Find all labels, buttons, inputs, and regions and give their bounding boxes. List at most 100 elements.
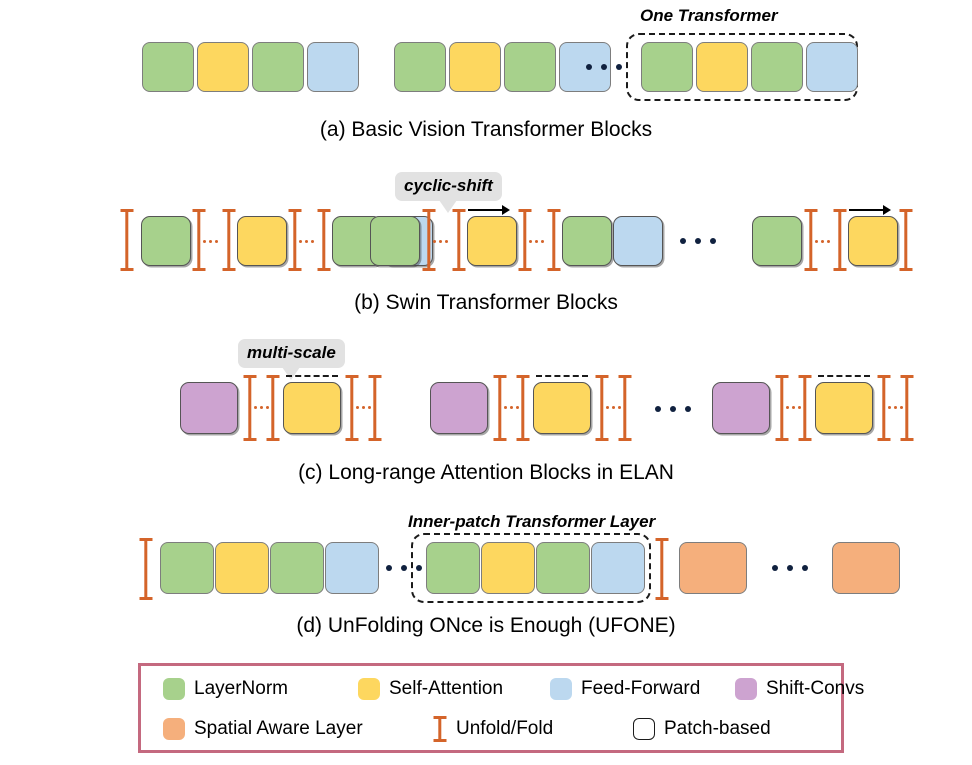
block-self-attention (848, 216, 898, 266)
cyclic-shift-callout: cyclic-shift (395, 172, 502, 213)
unfold-fold-ibeam (120, 209, 134, 271)
block-self-attention (215, 542, 269, 594)
ellipsis-dots (655, 406, 691, 412)
unfold-fold-ibeam (804, 209, 818, 271)
block-shift-convs (430, 382, 488, 434)
legend-label: Patch-based (664, 718, 771, 739)
legend-item-shift-convs: Shift-Convs (735, 678, 864, 700)
unfold-fold-ibeam (798, 375, 812, 441)
cyclic-shift-arrow (849, 205, 891, 215)
green-rounded-square-swatch-icon (163, 678, 185, 700)
multi-scale-dashed-line (818, 375, 870, 377)
block-self-attention (533, 382, 591, 434)
block-spatial-aware-layer (832, 542, 900, 594)
unfold-fold-ibeam (368, 375, 382, 441)
yellow-rounded-square-swatch-icon (358, 678, 380, 700)
unfold-fold-ibeam (317, 209, 331, 271)
block-layernorm (504, 42, 556, 92)
block-self-attention (481, 542, 535, 594)
unfold-fold-ibeam (655, 538, 669, 600)
blue-rounded-square-swatch-icon (550, 678, 572, 700)
block-shift-convs (712, 382, 770, 434)
inner-patch-transformer-dashed-box (411, 533, 651, 603)
legend-item-unfold-fold: Unfold/Fold (433, 716, 633, 742)
multi-scale-callout: multi-scale (238, 339, 345, 380)
block-self-attention (237, 216, 287, 266)
block-layernorm (370, 216, 420, 266)
block-self-attention (449, 42, 501, 92)
legend-item-patch-based: Patch-based (633, 718, 771, 740)
caption-d: (d) UnFolding ONce is Enough (UFONE) (296, 614, 676, 637)
block-layernorm (141, 216, 191, 266)
ellipsis-dots-small (529, 240, 544, 243)
ellipsis-dots-small (433, 240, 448, 243)
unfold-fold-ibeam (288, 209, 302, 271)
caption-a: (a) Basic Vision Transformer Blocks (319, 118, 653, 141)
block-layernorm (142, 42, 194, 92)
unfold-fold-ibeam (775, 375, 789, 441)
block-feed-forward (307, 42, 359, 92)
multi-scale-dashed-line (536, 375, 588, 377)
block-self-attention (467, 216, 517, 266)
legend-item-spatial-aware-layer: Spatial Aware Layer (163, 718, 433, 740)
block-layernorm (270, 542, 324, 594)
unfold-fold-ibeam (422, 209, 436, 271)
legend-label: Shift-Convs (766, 678, 865, 699)
unfold-fold-ibeam (345, 375, 359, 441)
block-self-attention (197, 42, 249, 92)
legend-item-self-attention: Self-Attention (358, 678, 550, 700)
block-feed-forward (325, 542, 379, 594)
ellipsis-dots-small (815, 240, 830, 243)
unfold-fold-ibeam (452, 209, 466, 271)
block-self-attention (696, 42, 748, 92)
ellipsis-dots-small (786, 406, 801, 409)
block-feed-forward (591, 542, 645, 594)
unfold-fold-ibeam (139, 538, 153, 600)
legend-item-feed-forward: Feed-Forward (550, 678, 735, 700)
ellipsis-dots (772, 565, 808, 571)
row-d-group-title: Inner-patch Transformer Layer (408, 512, 656, 531)
ellipsis-dots-small (606, 406, 621, 409)
ellipsis-dots-small (888, 406, 903, 409)
block-spatial-aware-layer (679, 542, 747, 594)
block-self-attention (815, 382, 873, 434)
unfold-fold-ibeam (192, 209, 206, 271)
legend-label: Unfold/Fold (456, 718, 554, 739)
block-self-attention (283, 382, 341, 434)
unfold-fold-ibeam (618, 375, 632, 441)
ellipsis-dots-small (203, 240, 218, 243)
legend-item-layernorm: LayerNorm (163, 678, 358, 700)
block-layernorm (160, 542, 214, 594)
ellipsis-dots-small (299, 240, 314, 243)
ellipsis-dots-small (504, 406, 519, 409)
purple-rounded-square-swatch-icon (735, 678, 757, 700)
legend-label: Spatial Aware Layer (194, 718, 363, 739)
block-layernorm (641, 42, 693, 92)
unfold-fold-ibeam (900, 375, 914, 441)
cyclic-shift-arrow (468, 205, 510, 215)
unfold-fold-ibeam (516, 375, 530, 441)
unfold-fold-ibeam (547, 209, 561, 271)
ellipsis-dots-small (254, 406, 269, 409)
caption-b: (b) Swin Transformer Blocks (354, 291, 618, 314)
unfold-fold-ibeam (222, 209, 236, 271)
row-a-group-title: One Transformer (640, 6, 778, 25)
block-feed-forward (806, 42, 858, 92)
block-layernorm (394, 42, 446, 92)
multi-scale-dashed-line (286, 375, 338, 377)
unfold-fold-ibeam (899, 209, 913, 271)
orange-rounded-square-swatch-icon (163, 718, 185, 740)
unfold-fold-ibeam (877, 375, 891, 441)
block-layernorm (562, 216, 612, 266)
cyclic-shift-callout-label: cyclic-shift (404, 176, 493, 195)
ellipsis-dots (680, 238, 716, 244)
unfold-fold-ibeam (518, 209, 532, 271)
legend-box: LayerNorm Self-Attention Feed-Forward Sh… (138, 663, 864, 753)
block-shift-convs (180, 382, 238, 434)
patch-based-outline-icon (633, 718, 655, 740)
ellipsis-dots (386, 565, 422, 571)
callout-tail (282, 367, 301, 380)
multi-scale-callout-label: multi-scale (247, 343, 336, 362)
block-feed-forward (613, 216, 663, 266)
